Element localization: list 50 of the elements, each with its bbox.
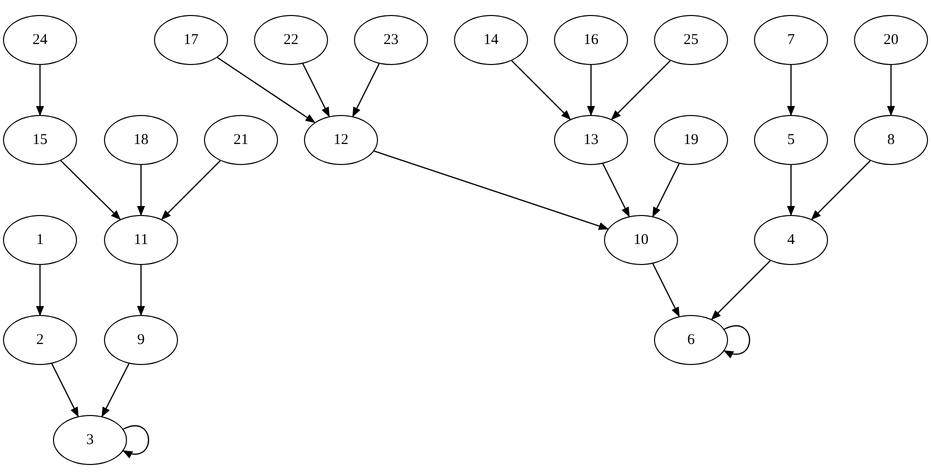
arrow — [587, 65, 595, 116]
ellipse-node: 16 — [554, 15, 628, 65]
ellipse-node: 11 — [104, 215, 178, 265]
ellipse-node: 12 — [304, 115, 378, 165]
ellipse-node: 8 — [854, 115, 928, 165]
ellipse-node: 21 — [204, 115, 278, 165]
arrow — [352, 63, 380, 118]
arrow — [602, 163, 630, 218]
ellipse-node: 10 — [604, 215, 678, 265]
arrow — [711, 260, 771, 320]
arrow — [787, 65, 795, 116]
arrow — [652, 163, 680, 218]
arrow — [302, 63, 330, 118]
ellipse-node: 6 — [654, 315, 728, 365]
ellipse-node: 25 — [654, 15, 728, 65]
ellipse-node: 20 — [854, 15, 928, 65]
arrow — [51, 363, 79, 418]
ellipse-node: 23 — [354, 15, 428, 65]
ellipse-node: 5 — [754, 115, 828, 165]
arrow — [723, 325, 750, 358]
arrow — [122, 425, 150, 458]
ellipse-node: 1 — [3, 215, 77, 265]
arrow — [511, 60, 571, 120]
arrow — [137, 165, 145, 216]
ellipse-node: 3 — [53, 415, 127, 465]
arrow — [36, 265, 44, 316]
ellipse-node: 17 — [154, 15, 228, 65]
arrow — [652, 263, 680, 318]
ellipse-node: 9 — [104, 315, 178, 365]
ellipse-node: 4 — [754, 215, 828, 265]
ellipse-node: 7 — [754, 15, 828, 65]
ellipse-node: 19 — [654, 115, 728, 165]
arrow — [161, 160, 221, 220]
arrow — [36, 65, 44, 116]
arrow — [217, 57, 316, 123]
ellipse-node: 24 — [3, 15, 77, 65]
arrow — [137, 265, 145, 316]
ellipse-node: 15 — [3, 115, 77, 165]
arrow — [811, 160, 871, 220]
arrow — [374, 150, 609, 230]
arrow — [60, 160, 121, 220]
ellipse-node: 2 — [3, 315, 77, 365]
ellipse-node: 18 — [104, 115, 178, 165]
ellipse-node: 13 — [554, 115, 628, 165]
arrow — [887, 65, 895, 116]
arrow — [102, 363, 130, 418]
ellipse-node: 14 — [454, 15, 528, 65]
arrow — [787, 165, 795, 216]
ellipse-node: 22 — [254, 15, 328, 65]
arrow — [611, 60, 671, 120]
